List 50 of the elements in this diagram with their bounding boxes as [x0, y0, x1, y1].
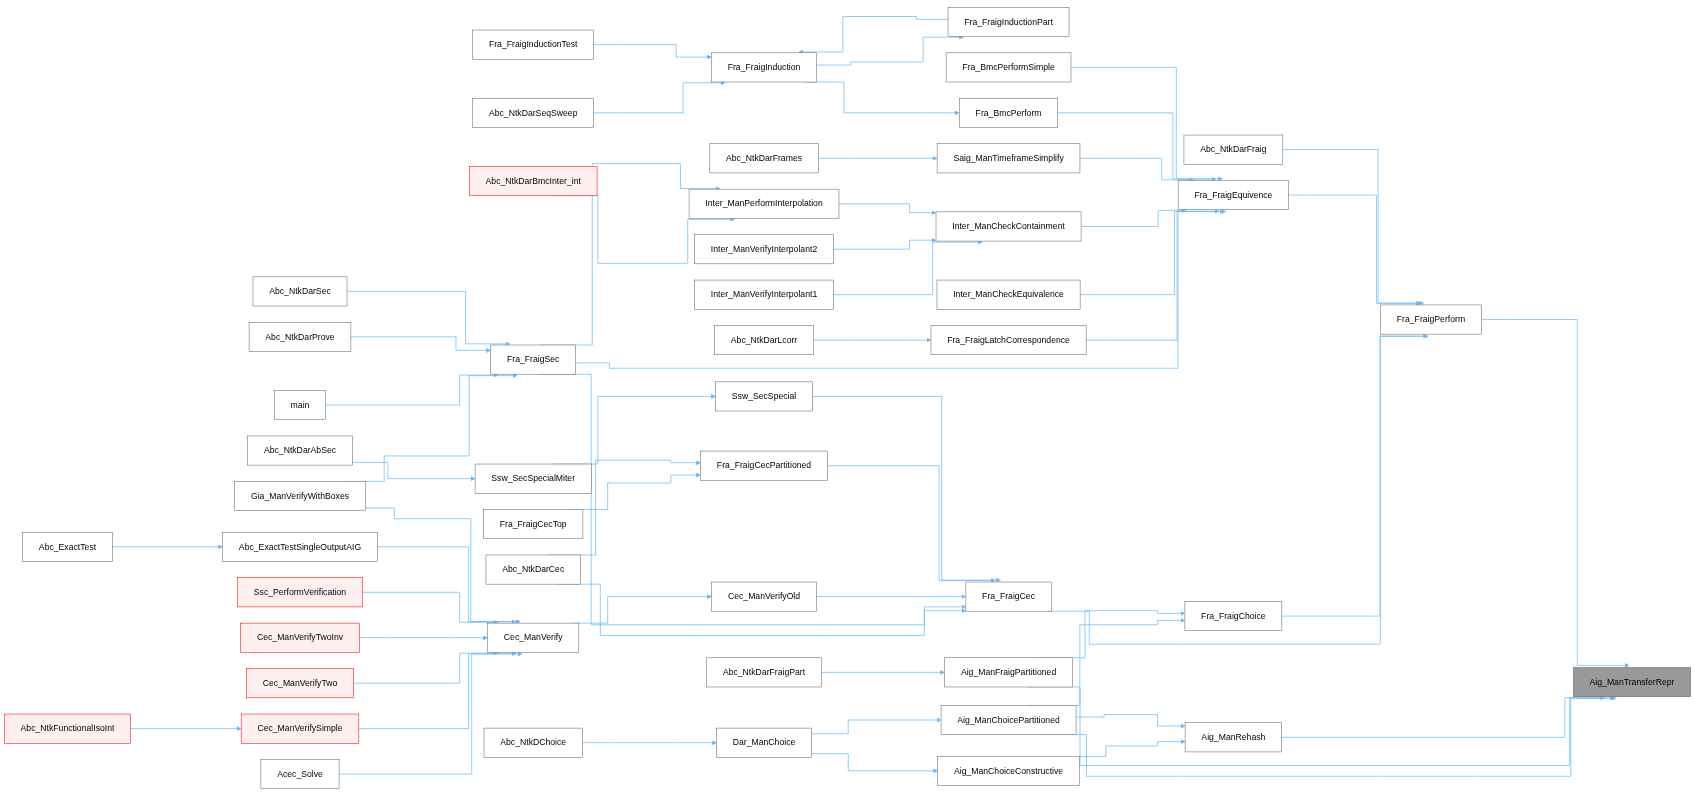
node-box: Dar_ManChoice [716, 728, 812, 759]
node-box: Abc_NtkFunctionalIsoInt [4, 714, 131, 744]
node-box: Abc_NtkDarLcorr [714, 325, 814, 356]
node-box: Abc_ExactTest [22, 532, 113, 563]
node-box: Gia_ManVerifyWithBoxes [234, 481, 366, 512]
node-box: Fra_FraigPerform [1380, 305, 1482, 335]
node-box: Abc_NtkDarAbSec [247, 436, 353, 466]
node-box: Abc_NtkDarFraig [1183, 135, 1284, 165]
node-box: Ssc_PerformVerification [237, 577, 363, 608]
node-box: Abc_ExactTestSingleOutputAIG [222, 532, 378, 563]
node-box: Fra_BmcPerform [959, 98, 1058, 129]
node-box: Ssw_SecSpecial [715, 382, 813, 412]
node-box: Inter_ManPerformInterpolation [688, 189, 840, 220]
node-box: Fra_FraigSec [490, 345, 576, 375]
node-box: Abc_NtkDChoice [483, 728, 583, 759]
node-box: Fra_FraigCecTop [483, 509, 584, 540]
node-box: Abc_NtkDarSec [252, 277, 348, 307]
node-box: Fra_FraigInductionPart [947, 7, 1070, 38]
node-box: Acec_Solve [260, 759, 340, 790]
node-box: Cec_ManVerifyOld [711, 582, 817, 612]
node-box: Abc_NtkDarBmcInter_int [469, 166, 598, 197]
node-box: Abc_NtkDarFrames [709, 143, 819, 174]
node-box: Aig_ManRehash [1184, 722, 1282, 753]
node-box: Saig_ManTimeframeSimplify [936, 143, 1081, 174]
node-box: Abc_NtkDarCec [485, 555, 581, 585]
node-box: Fra_FraigEquivence [1177, 180, 1289, 211]
node-box: Aig_ManFraigPartitioned [944, 657, 1073, 688]
node-box: Fra_FraigInductionTest [472, 30, 594, 60]
node-box: main [274, 390, 326, 421]
node-box: Abc_NtkDarProve [248, 322, 352, 353]
node-box: Inter_ManCheckContainment [935, 212, 1082, 242]
node-box: Inter_ManVerifyInterpolant1 [694, 280, 834, 310]
node-box: Fra_FraigChoice [1184, 601, 1283, 632]
node-box: Cec_ManVerifySimple [240, 714, 360, 744]
node-box: Ssw_SecSpecialMiter [474, 464, 592, 494]
node-box: Fra_BmcPerformSimple [945, 53, 1072, 83]
node-box: Inter_ManCheckEquivalence [936, 280, 1081, 310]
node-box: Aig_ManChoicePartitioned [940, 705, 1077, 736]
node-box: Aig_ManTransferRepr [1573, 667, 1691, 698]
node-box: Fra_FraigLatchCorrespondence [930, 325, 1087, 356]
node-box: Cec_ManVerifyTwoInv [240, 623, 360, 654]
node-box: Cec_ManVerifyTwo [246, 668, 354, 699]
node-box: Fra_FraigCecPartitioned [700, 451, 828, 481]
node-box: Aig_ManChoiceConstructive [937, 756, 1080, 787]
node-box: Cec_ManVerify [487, 623, 580, 654]
node-box: Fra_FraigCec [965, 582, 1052, 612]
node-box: Abc_NtkDarSeqSweep [472, 98, 594, 129]
node-box: Abc_NtkDarFraigPart [706, 657, 822, 688]
node-box: Fra_FraigInduction [711, 53, 817, 83]
node-box: Inter_ManVerifyInterpolant2 [694, 234, 834, 265]
